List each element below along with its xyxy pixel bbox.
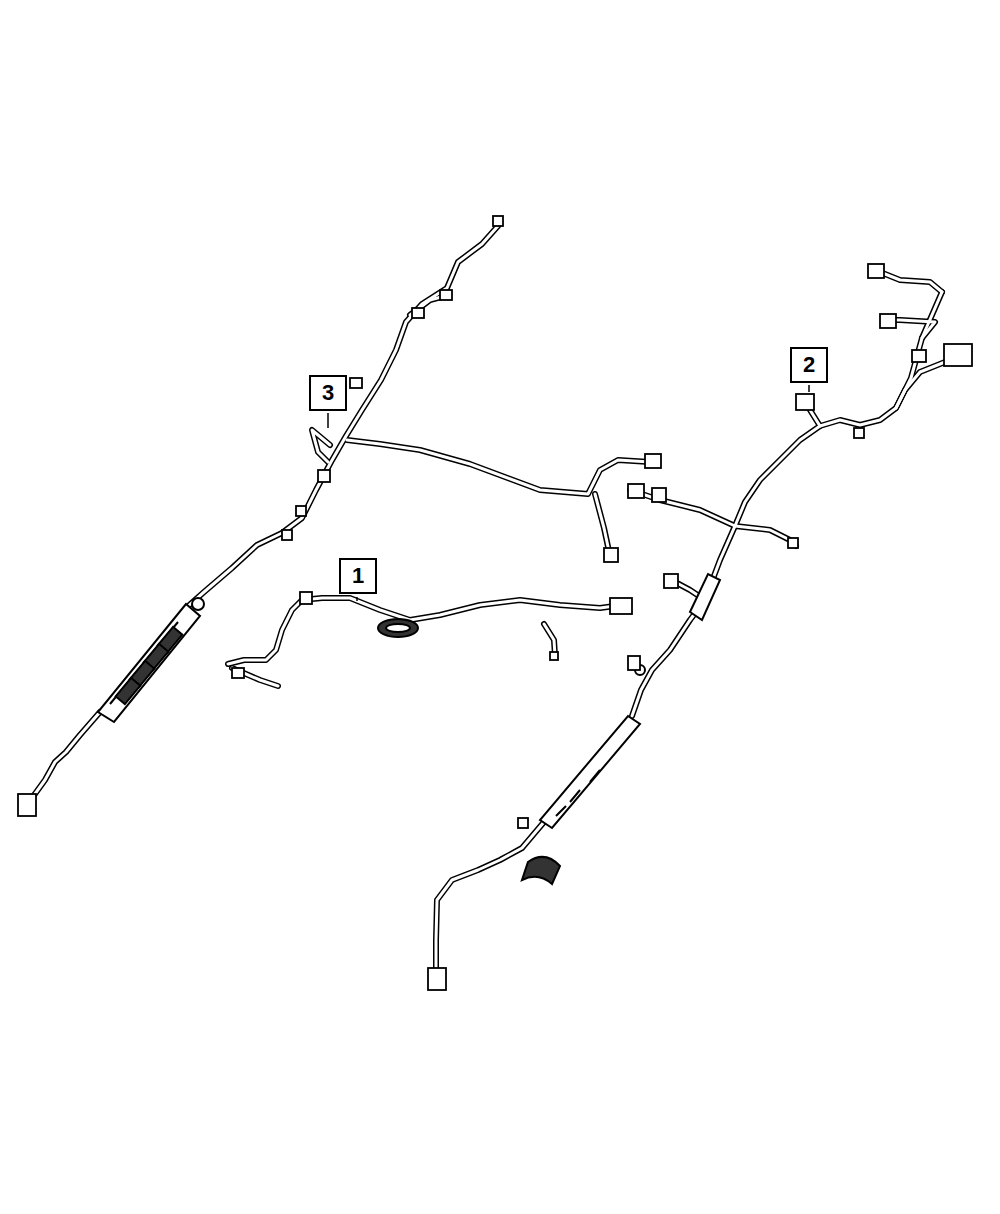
callout-box: 1 (339, 558, 377, 594)
callout-box: 3 (309, 375, 347, 411)
callout-box: 2 (790, 347, 828, 383)
callout-number: 2 (803, 354, 815, 376)
callout-number: 3 (322, 382, 334, 404)
callout-number: 1 (352, 565, 364, 587)
